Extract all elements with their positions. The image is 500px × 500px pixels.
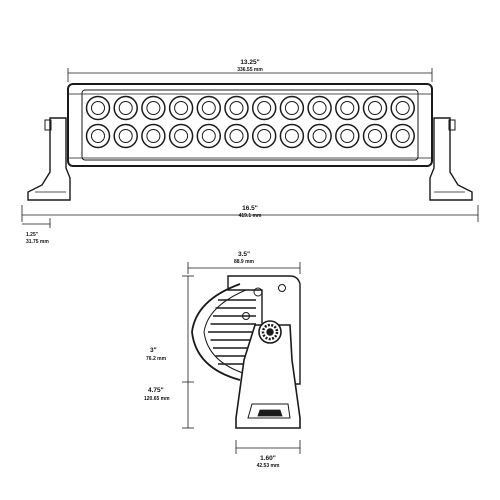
- led-lens: [251, 123, 277, 149]
- base-width-mm: 42.53 mm: [257, 463, 280, 469]
- led-lens: [85, 95, 111, 121]
- overall-width-inches: 16.5": [242, 205, 258, 212]
- led-grid: [85, 95, 415, 149]
- side-dimensions: [182, 262, 301, 454]
- overall-width-mm: 419.1 mm: [239, 213, 262, 219]
- adjust-knob: [258, 320, 282, 344]
- top-width-mm: 336.55 mm: [237, 67, 263, 73]
- led-lens: [390, 123, 415, 149]
- led-lens: [390, 95, 415, 121]
- led-lens: [141, 95, 166, 121]
- led-lens: [168, 123, 194, 149]
- led-lens: [141, 123, 166, 149]
- front-dimensions: [21, 68, 479, 228]
- mount-height-mm: 120.65 mm: [144, 396, 170, 402]
- side-view: [191, 275, 301, 429]
- depth-mm: 88.9 mm: [234, 259, 255, 265]
- housing-height-inches: 3": [150, 347, 157, 354]
- base-width-inches: 1.60": [260, 455, 276, 462]
- led-lens: [335, 95, 360, 121]
- led-lens: [251, 95, 277, 121]
- led-lens: [113, 123, 138, 149]
- led-lens: [85, 123, 111, 149]
- led-lens: [335, 123, 360, 149]
- led-lens: [362, 123, 388, 149]
- led-lens: [196, 123, 222, 149]
- led-lens: [307, 95, 332, 121]
- top-width-inches: 13.25": [240, 59, 259, 66]
- led-lens: [224, 95, 249, 121]
- mount-height-inches: 4.75": [148, 387, 164, 394]
- led-lens: [279, 123, 305, 149]
- led-lens: [307, 123, 332, 149]
- light-bar-housing: [67, 83, 433, 167]
- led-lens: [224, 123, 249, 149]
- front-view: [27, 83, 473, 201]
- left-bracket: [27, 117, 71, 201]
- led-lens: [279, 95, 305, 121]
- right-bracket: [429, 117, 473, 201]
- led-lens: [113, 95, 138, 121]
- bracket-offset-mm: 31.75 mm: [26, 239, 49, 245]
- bracket-offset-inches: 1.25": [26, 232, 39, 238]
- led-lens: [362, 95, 388, 121]
- led-lens: [196, 95, 222, 121]
- housing-height-mm: 76.2 mm: [146, 356, 167, 362]
- depth-inches: 3.5": [238, 251, 250, 258]
- led-lens: [168, 95, 194, 121]
